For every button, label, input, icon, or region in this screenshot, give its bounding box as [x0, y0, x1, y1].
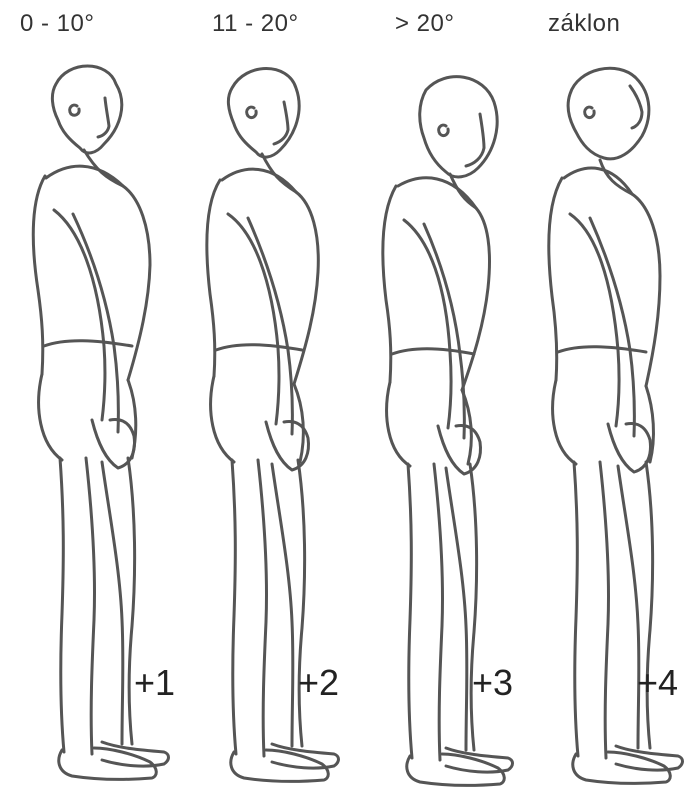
angle-label-1: 0 - 10° — [20, 10, 94, 38]
score-label-4: +4 — [637, 662, 678, 704]
score-label-2: +2 — [298, 662, 339, 704]
score-label-1: +1 — [134, 662, 175, 704]
angle-label-2: 11 - 20° — [212, 10, 299, 38]
angle-label-4: záklon — [548, 10, 620, 38]
score-label-3: +3 — [472, 662, 513, 704]
angle-label-3: > 20° — [395, 10, 454, 38]
